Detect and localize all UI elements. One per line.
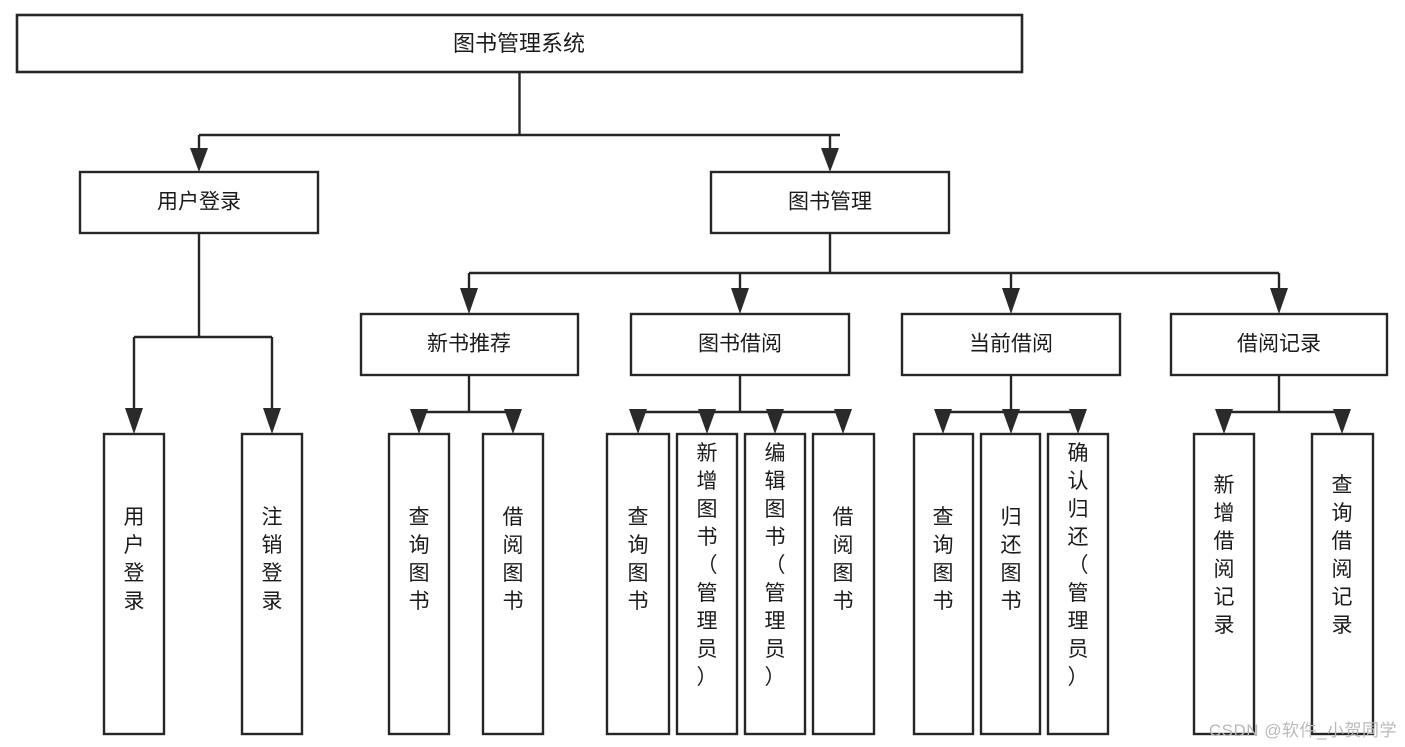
node-user-login-label: 用户登录 bbox=[157, 191, 241, 214]
connector-group-book-manage bbox=[460, 233, 1288, 314]
node-leaf-borrow-book-nbr-label: 借阅图书 bbox=[503, 506, 524, 613]
node-leaf-borrow-book-nbr[interactable]: 借阅图书 bbox=[481, 432, 545, 736]
node-leaf-query-book-bb-label: 查询图书 bbox=[628, 506, 649, 613]
node-leaf-borrow-book-nbr-rect bbox=[481, 432, 545, 736]
node-leaf-edit-book-admin[interactable]: 编辑图书（管理员） bbox=[743, 432, 807, 736]
connector-group-user-login bbox=[125, 233, 281, 434]
connector-group-current-borrow bbox=[934, 375, 1087, 434]
arrowhead-cb-leaf-1 bbox=[934, 409, 952, 434]
node-leaf-edit-book-admin-label: 编辑图书（管理员） bbox=[765, 442, 786, 689]
node-leaf-borrow-book-bb[interactable]: 借阅图书 bbox=[811, 432, 876, 736]
node-leaf-return-book-rect bbox=[979, 432, 1042, 736]
node-leaf-query-book-cb[interactable]: 查询图书 bbox=[912, 432, 975, 736]
node-leaf-query-book-cb-rect bbox=[912, 432, 975, 736]
arrowhead-br-leaf-1 bbox=[1215, 409, 1233, 434]
node-leaf-user-login-label: 用户登录 bbox=[124, 506, 145, 613]
arrowhead-leaf-user-login bbox=[125, 408, 143, 434]
node-borrow-record[interactable]: 借阅记录 bbox=[1169, 312, 1389, 377]
node-root-label: 图书管理系统 bbox=[453, 31, 585, 56]
connector-group-new-book-rec bbox=[410, 375, 522, 434]
node-book-borrow[interactable]: 图书借阅 bbox=[629, 312, 851, 377]
node-new-book-recommend[interactable]: 新书推荐 bbox=[359, 312, 580, 377]
node-leaf-query-book-cb-label: 查询图书 bbox=[933, 506, 954, 613]
node-leaf-query-borrow-record-rect bbox=[1310, 432, 1375, 736]
node-user-login-rect bbox=[78, 170, 320, 235]
node-new-book-recommend-label: 新书推荐 bbox=[427, 333, 511, 356]
node-book-borrow-label: 图书借阅 bbox=[698, 333, 782, 356]
connector-group-borrow-record bbox=[1215, 375, 1351, 434]
arrowhead-to-borrow-record bbox=[1270, 288, 1288, 314]
connector-group-root bbox=[190, 72, 840, 172]
node-leaf-query-borrow-record-label: 查询借阅记录 bbox=[1332, 474, 1353, 637]
node-leaf-add-borrow-record[interactable]: 新增借阅记录 bbox=[1192, 432, 1256, 736]
node-book-management-label: 图书管理 bbox=[788, 191, 872, 214]
node-borrow-record-label: 借阅记录 bbox=[1237, 333, 1321, 356]
node-leaf-user-login-rect bbox=[102, 432, 166, 736]
node-leaf-user-login[interactable]: 用户登录 bbox=[102, 432, 166, 736]
node-leaf-query-book-nbr-rect bbox=[387, 432, 451, 736]
node-leaf-confirm-return-admin-rect bbox=[1046, 432, 1110, 736]
arrowhead-to-book-borrow bbox=[731, 288, 749, 314]
arrowhead-to-user-login bbox=[190, 148, 208, 172]
node-leaf-confirm-return-admin[interactable]: 确认归还（管理员） bbox=[1046, 432, 1110, 736]
arrowhead-bb-leaf-4 bbox=[834, 409, 852, 434]
arrowhead-bb-leaf-2 bbox=[698, 409, 716, 434]
node-leaf-add-book-admin-rect bbox=[675, 432, 739, 736]
node-leaf-logout-label: 注销登录 bbox=[262, 506, 283, 613]
node-leaf-borrow-book-bb-label: 借阅图书 bbox=[833, 506, 854, 613]
arrowhead-br-leaf-2 bbox=[1333, 409, 1351, 434]
node-leaf-confirm-return-admin-label: 确认归还（管理员） bbox=[1068, 442, 1089, 689]
node-new-book-recommend-rect bbox=[359, 312, 580, 377]
node-leaf-logout-rect bbox=[240, 432, 304, 736]
node-user-login[interactable]: 用户登录 bbox=[78, 170, 320, 235]
node-book-borrow-rect bbox=[629, 312, 851, 377]
arrowhead-to-current-borrow bbox=[1002, 288, 1020, 314]
node-leaf-add-borrow-record-rect bbox=[1192, 432, 1256, 736]
arrowhead-cb-leaf-3 bbox=[1069, 409, 1087, 434]
node-current-borrow[interactable]: 当前借阅 bbox=[900, 312, 1122, 377]
arrowhead-nbr-leaf-1 bbox=[410, 409, 428, 434]
node-leaf-edit-book-admin-rect bbox=[743, 432, 807, 736]
node-leaf-add-borrow-record-label: 新增借阅记录 bbox=[1214, 474, 1235, 637]
node-root-rect bbox=[15, 13, 1024, 74]
node-leaf-query-book-bb[interactable]: 查询图书 bbox=[605, 432, 671, 736]
arrowhead-to-new-book-rec bbox=[460, 288, 478, 314]
node-leaf-return-book[interactable]: 归还图书 bbox=[979, 432, 1042, 736]
arrowhead-cb-leaf-2 bbox=[1002, 409, 1020, 434]
csdn-watermark: CSDN @软件_小贺同学 bbox=[1208, 721, 1397, 740]
node-leaf-query-book-nbr-label: 查询图书 bbox=[409, 506, 430, 613]
node-leaf-add-book-admin-label: 新增图书（管理员） bbox=[697, 442, 718, 689]
node-leaf-query-book-nbr[interactable]: 查询图书 bbox=[387, 432, 451, 736]
connector-group-book-borrow bbox=[629, 375, 852, 434]
arrowhead-to-book-manage bbox=[821, 148, 839, 172]
arrowhead-leaf-logout bbox=[263, 408, 281, 434]
arrowhead-bb-leaf-3 bbox=[766, 409, 784, 434]
node-leaf-logout[interactable]: 注销登录 bbox=[240, 432, 304, 736]
node-book-management[interactable]: 图书管理 bbox=[709, 170, 951, 235]
node-leaf-borrow-book-bb-rect bbox=[811, 432, 876, 736]
node-leaf-return-book-label: 归还图书 bbox=[1001, 506, 1022, 613]
node-leaf-query-borrow-record[interactable]: 查询借阅记录 bbox=[1310, 432, 1375, 736]
node-borrow-record-rect bbox=[1169, 312, 1389, 377]
node-current-borrow-rect bbox=[900, 312, 1122, 377]
arrowhead-nbr-leaf-2 bbox=[504, 409, 522, 434]
node-leaf-query-book-bb-rect bbox=[605, 432, 671, 736]
node-root-system[interactable]: 图书管理系统 bbox=[15, 13, 1024, 74]
node-book-management-rect bbox=[709, 170, 951, 235]
node-leaf-add-book-admin[interactable]: 新增图书（管理员） bbox=[675, 432, 739, 736]
arrowhead-bb-leaf-1 bbox=[629, 409, 647, 434]
node-current-borrow-label: 当前借阅 bbox=[969, 333, 1053, 356]
